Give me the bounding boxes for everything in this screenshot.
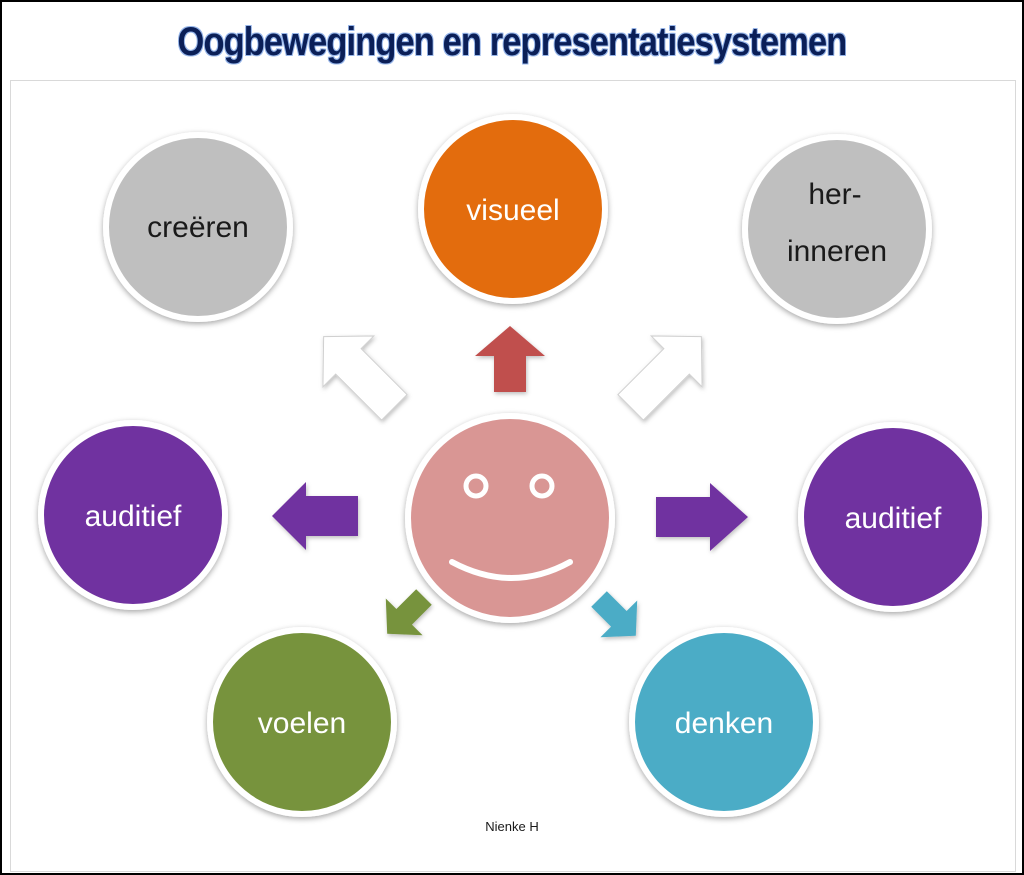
arrow-up-right xyxy=(617,335,703,421)
arrow-right xyxy=(656,483,748,551)
page-title: Oogbewegingen en representatiesystemen xyxy=(177,20,848,64)
left-eye-icon xyxy=(463,473,489,499)
node-creeren: creëren xyxy=(103,132,293,322)
node-herinneren: her- inneren xyxy=(742,134,932,324)
arrow-up xyxy=(475,326,545,392)
node-denken-label: denken xyxy=(675,707,773,740)
smile-icon xyxy=(449,559,573,581)
arrow-up-left xyxy=(322,335,408,421)
node-auditief-right-label: auditief xyxy=(845,502,942,535)
node-voelen: voelen xyxy=(207,627,397,817)
arrow-down-left xyxy=(385,589,432,636)
node-auditief-left: auditief xyxy=(38,420,228,610)
node-visueel-label: visueel xyxy=(466,194,559,227)
node-denken: denken xyxy=(629,627,819,817)
node-herinneren-line2: inneren xyxy=(787,235,887,268)
node-visueel: visueel xyxy=(418,114,608,304)
node-auditief-right: auditief xyxy=(798,422,988,612)
node-auditief-left-label: auditief xyxy=(85,500,182,533)
right-eye-icon xyxy=(529,473,555,499)
node-herinneren-line1: her- xyxy=(808,178,861,211)
node-creeren-label: creëren xyxy=(147,211,249,244)
face-circle xyxy=(405,413,615,623)
arrow-down-right xyxy=(591,591,638,638)
smiley-face xyxy=(405,413,615,623)
credit-text: Nienke H xyxy=(485,819,538,834)
arrow-left xyxy=(272,482,358,550)
node-voelen-label: voelen xyxy=(258,707,346,740)
